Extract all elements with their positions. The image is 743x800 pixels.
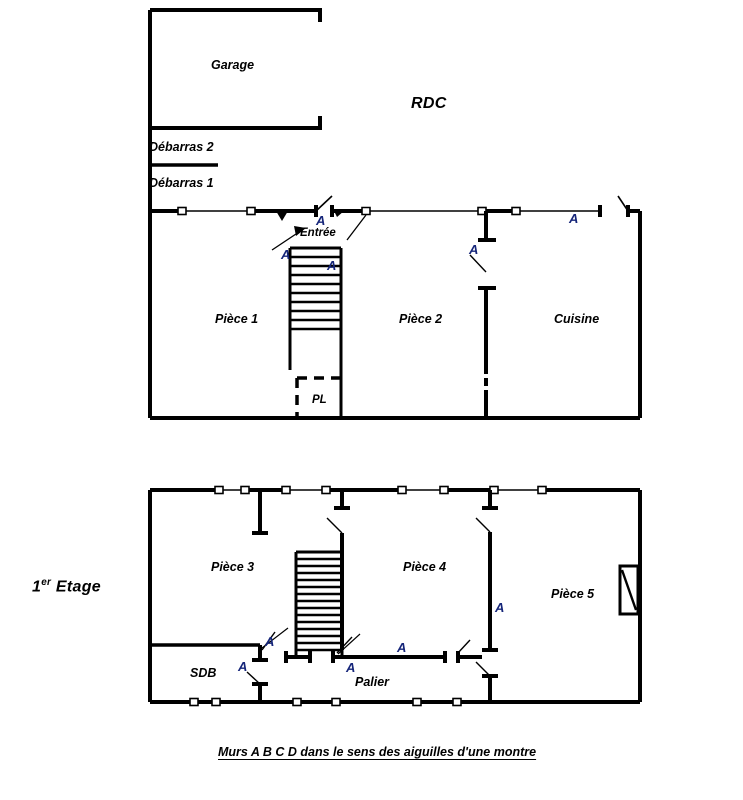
room-label-cuisine: Cuisine <box>554 312 600 326</box>
floor-tag-superscript: er <box>41 577 52 588</box>
etage1-rear-wall-windows <box>189 697 462 707</box>
rdc-partition-cuisine <box>469 211 496 418</box>
room-label-piece-3: Pièce 3 <box>211 560 255 574</box>
room-label-piece-5: Pièce 5 <box>551 587 595 601</box>
wall-letter-a-etage-5: A <box>495 600 505 615</box>
wall-letter-a-etage-1: A <box>265 634 275 649</box>
rdc-staircase <box>288 246 343 418</box>
room-label-garage: Garage <box>211 58 255 72</box>
etage1-piece5-window <box>618 564 640 616</box>
room-label-piece-4: Pièce 4 <box>403 560 447 574</box>
room-label-sdb: SDB <box>190 666 217 680</box>
etage1-sdb-walls <box>150 643 268 702</box>
room-label-debarras-1: Débarras 1 <box>149 176 214 190</box>
room-label-palier: Palier <box>355 675 390 689</box>
wall-letter-a-rdc-1: A <box>316 213 326 228</box>
rdc-front-wall <box>150 195 640 251</box>
etage1-partition-piece5 <box>475 490 498 702</box>
floor-tag-word: Etage <box>55 578 101 596</box>
etage1-staircase <box>294 550 344 655</box>
etage1-partition-piece3 <box>252 490 268 535</box>
room-label-pl: PL <box>312 394 327 406</box>
room-label-piece-2: Pièce 2 <box>399 312 443 326</box>
etage1-front-wall <box>150 485 640 495</box>
rdc-closet-pl <box>295 376 341 418</box>
wall-letter-a-etage-3: A <box>346 660 356 675</box>
wall-letter-a-rdc-4: A <box>469 242 479 257</box>
rdc-garage-outline <box>148 8 322 130</box>
wall-letter-a-etage-4: A <box>397 640 407 655</box>
room-label-entree: Entrée <box>300 227 336 239</box>
rdc-outer-walls <box>150 211 642 420</box>
floor-tag-rdc: RDC <box>411 95 447 112</box>
floor-tag-etage-1: 1er Etage <box>32 578 101 595</box>
plan-caption: Murs A B C D dans le sens des aiguilles … <box>218 745 537 759</box>
room-label-piece-1: Pièce 1 <box>215 312 259 326</box>
wall-letter-a-etage-2: A <box>238 659 248 674</box>
room-label-debarras-2: Débarras 2 <box>149 140 214 154</box>
wall-letter-a-rdc-5: A <box>569 211 579 226</box>
wall-letter-a-rdc-3: A <box>327 258 337 273</box>
floor-tag-number: 1 <box>32 578 42 596</box>
wall-letter-a-rdc-2: A <box>281 247 291 262</box>
etage1-outer-walls <box>148 490 642 704</box>
etage1-palier-wall <box>261 627 482 663</box>
etage1-partition-piece4 <box>326 490 350 650</box>
